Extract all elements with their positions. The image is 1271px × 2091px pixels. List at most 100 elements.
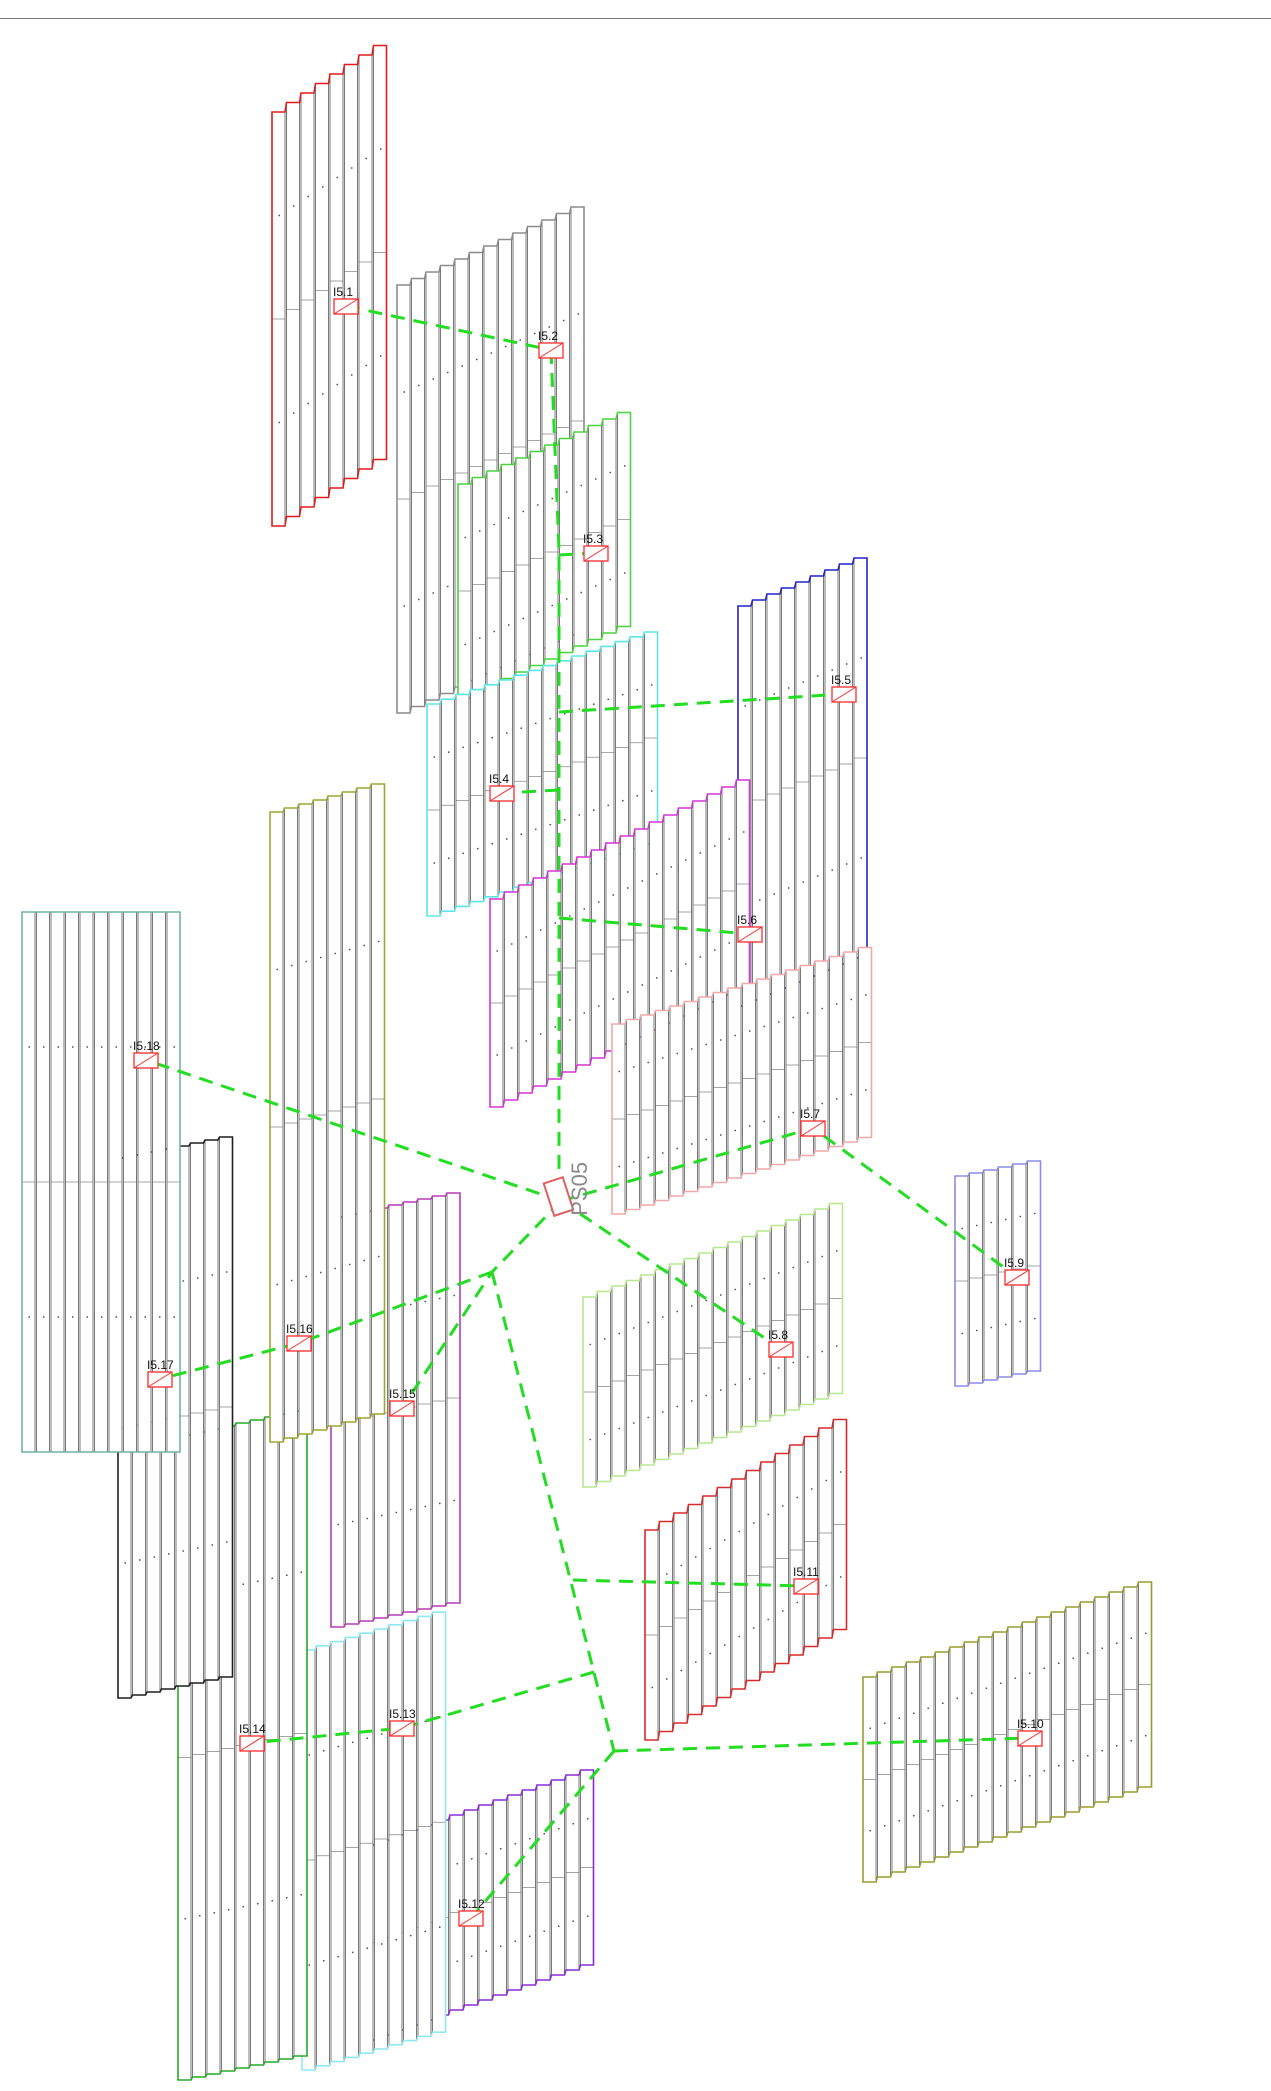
table-dot [719, 1294, 722, 1296]
table-dot [748, 1125, 751, 1127]
table-dot [505, 838, 508, 840]
table-dot [618, 1165, 621, 1168]
table-dot [350, 374, 353, 376]
table-dot [462, 852, 465, 855]
table-dot [493, 630, 496, 633]
inverter-I5-5: I5.5 [831, 673, 857, 703]
table-dot [806, 1356, 809, 1358]
table-dot [549, 823, 552, 826]
table-dot [990, 1221, 993, 1224]
table-dot [409, 1934, 412, 1937]
table-dot [447, 751, 450, 754]
cable-route-13 [572, 1578, 807, 1588]
table-dot [676, 1147, 679, 1150]
zone-outline [582, 1202, 844, 1488]
inverter-diagonal [793, 1578, 819, 1595]
inverter-I5-1: I5.1 [333, 285, 359, 315]
table-dot [607, 804, 610, 807]
table-dot [211, 1544, 214, 1546]
table-dot [898, 1819, 901, 1822]
inverter-diagonal [1004, 1269, 1030, 1286]
table-dot [665, 1573, 668, 1575]
table-dot [821, 1102, 824, 1105]
zone-outline [301, 1611, 447, 2071]
table-dot [292, 412, 295, 414]
table-dot [609, 471, 612, 474]
table-dot [597, 901, 600, 903]
table-dot [496, 1054, 499, 1056]
table-dot [337, 1955, 340, 1958]
table-dot [520, 833, 523, 836]
table-dot [661, 1152, 664, 1154]
table-dot [548, 326, 551, 328]
table-dot [409, 1303, 412, 1306]
table-dot [583, 908, 586, 910]
table-dot [577, 313, 580, 315]
table-dot [476, 847, 479, 850]
cable-route-5 [558, 692, 845, 714]
table-dot [438, 1926, 441, 1929]
table-dot [470, 1857, 473, 1860]
table-dot [198, 1914, 201, 1917]
table-dot [831, 869, 834, 871]
table-dot [432, 378, 435, 380]
table-dot [676, 1310, 679, 1313]
table-dot [705, 1138, 708, 1141]
table-dot [999, 1784, 1002, 1787]
table-dot [676, 1052, 679, 1055]
table-dot [271, 1577, 274, 1580]
inverter-I5-18: I5.18 [133, 1039, 160, 1069]
table-dot [196, 1547, 199, 1549]
table-dot [626, 991, 629, 993]
table-dot [734, 1129, 737, 1132]
table-dot [792, 1016, 795, 1019]
table-dot [781, 1505, 784, 1507]
table-dot [337, 1745, 340, 1748]
table-dot [446, 371, 449, 374]
pv-block-I5-1 [271, 44, 388, 527]
table-dot [380, 1733, 383, 1735]
table-dot [505, 732, 508, 734]
table-dot [285, 1574, 288, 1577]
inverter-diagonal [133, 1052, 159, 1069]
table-dot [211, 1274, 214, 1276]
table-dot [806, 1261, 809, 1263]
table-dot [705, 1043, 708, 1046]
table-dot [975, 1224, 978, 1227]
zone-outline [954, 1160, 1042, 1387]
table-dot [491, 842, 494, 845]
table-dot [433, 756, 436, 758]
table-dot [1033, 1317, 1036, 1320]
cable-route-11 [159, 1270, 493, 1381]
table-dot [536, 611, 539, 613]
table-dot [470, 1955, 473, 1958]
table-dot [447, 857, 450, 860]
table-dot [158, 1316, 161, 1318]
table-dot [699, 852, 702, 854]
table-dot [225, 1541, 228, 1543]
table-dot [594, 478, 597, 480]
table-dot [713, 845, 716, 847]
table-dot [990, 1326, 993, 1329]
table-dot [578, 708, 581, 710]
inverter-label: I5.17 [147, 1358, 174, 1372]
table-dot [728, 942, 731, 944]
table-dot [796, 1496, 799, 1499]
table-dot [525, 936, 528, 938]
table-dot [533, 332, 536, 335]
table-dot [485, 1950, 488, 1953]
table-dot [690, 1143, 693, 1145]
table-dot [763, 1120, 766, 1123]
table-dot [912, 1712, 915, 1715]
table-dot [522, 617, 525, 620]
table-dot [395, 1938, 398, 1941]
table-dot [650, 790, 653, 792]
table-dot [586, 1817, 589, 1820]
table-dot [941, 1804, 944, 1807]
table-dot [129, 1046, 132, 1048]
table-dot [366, 1517, 369, 1520]
table-dot [1130, 1739, 1133, 1742]
table-dot [225, 1271, 228, 1273]
table-dot [446, 585, 449, 588]
